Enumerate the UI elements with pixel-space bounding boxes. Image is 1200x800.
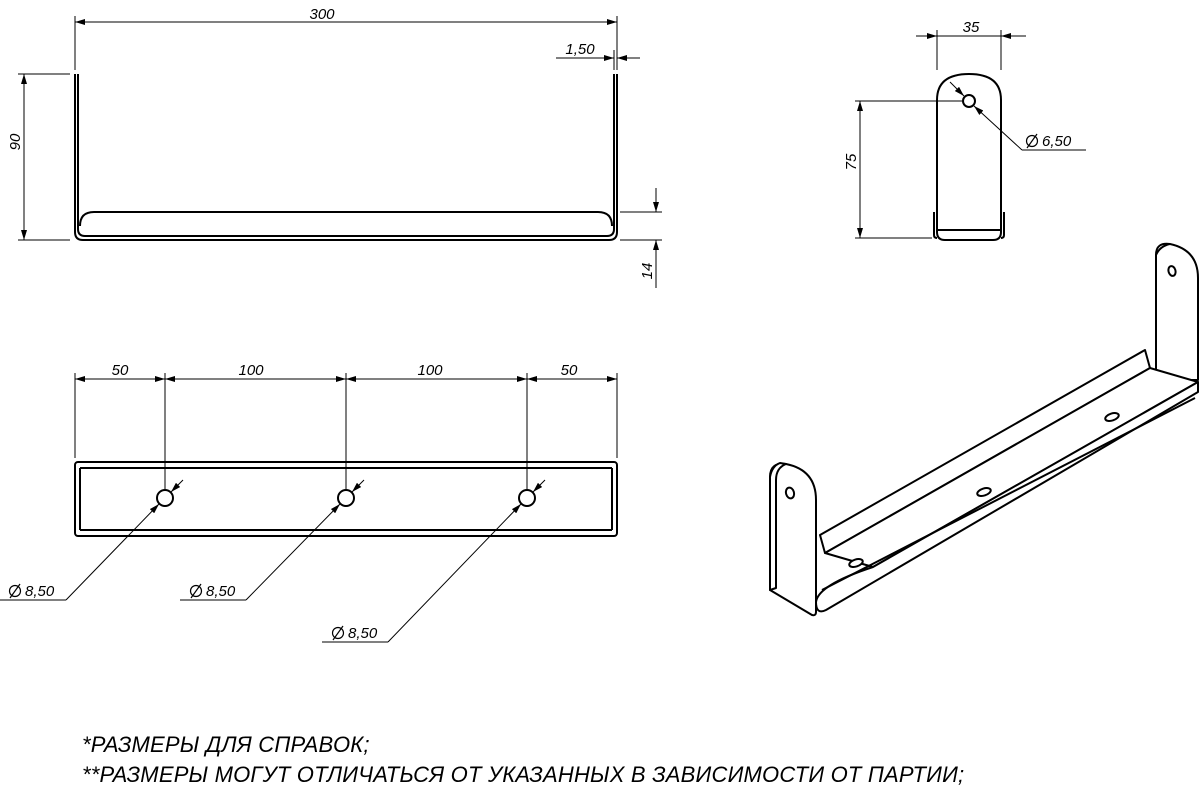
diameter-icon-slash bbox=[9, 583, 21, 599]
label-length-300: 300 bbox=[309, 6, 335, 23]
label-height-75: 75 bbox=[843, 153, 860, 170]
iso-upright-far bbox=[1155, 242, 1199, 381]
label-top-100-right: 100 bbox=[417, 362, 443, 379]
isometric-view bbox=[769, 242, 1199, 617]
diameter-icon-slash bbox=[190, 583, 202, 599]
iso-upright-near-side bbox=[769, 462, 787, 591]
side-view-hole bbox=[962, 94, 976, 108]
label-height-90: 90 bbox=[7, 133, 24, 150]
label-hole-8-50-a: 8,50 bbox=[8, 583, 55, 600]
front-view-shelf-outline bbox=[74, 74, 618, 241]
iso-hole-3 bbox=[1104, 412, 1120, 422]
iso-hole-far-upright bbox=[1167, 265, 1177, 277]
iso-channel-front-lip bbox=[815, 381, 1199, 613]
hole-diameter-value: 8,50 bbox=[348, 625, 378, 642]
front-view bbox=[74, 74, 618, 241]
leader-hole-2 bbox=[245, 503, 341, 601]
label-lip-14: 14 bbox=[639, 263, 656, 280]
diameter-icon bbox=[189, 584, 203, 598]
label-width-35: 35 bbox=[963, 19, 980, 36]
note-reference-dimensions: *РАЗМЕРЫ ДЛЯ СПРАВОК; bbox=[82, 732, 370, 757]
diameter-icon bbox=[8, 584, 22, 598]
label-top-100-left: 100 bbox=[238, 362, 264, 379]
leader-hole-6-50 bbox=[973, 105, 1023, 151]
leader-hole-1-tail bbox=[170, 479, 184, 493]
iso-channel-floor-edge bbox=[821, 397, 1196, 591]
diameter-icon-slash bbox=[332, 625, 344, 641]
front-view-dimensions bbox=[18, 16, 662, 288]
iso-hole-2 bbox=[976, 487, 992, 497]
label-hole-8-50-c: 8,50 bbox=[331, 625, 378, 642]
front-view-lip bbox=[79, 211, 613, 227]
side-view bbox=[933, 72, 1005, 241]
note-dimensions-may-vary: **РАЗМЕРЫ МОГУТ ОТЛИЧАТЬСЯ ОТ УКАЗАННЫХ … bbox=[82, 762, 965, 787]
diameter-icon bbox=[331, 626, 345, 640]
label-hole-6-50: 6,50 bbox=[1025, 133, 1072, 150]
label-top-50-left: 50 bbox=[112, 362, 129, 379]
iso-hole-1 bbox=[848, 558, 864, 568]
label-top-50-right: 50 bbox=[561, 362, 578, 379]
side-view-lip-right bbox=[1000, 212, 1005, 239]
leader-hole-6-50-tail bbox=[949, 81, 965, 97]
front-view-shelf-inner bbox=[77, 74, 615, 237]
top-view-hole-2 bbox=[337, 489, 355, 507]
side-view-dimensions bbox=[855, 30, 1086, 239]
leader-hole-3-tail bbox=[532, 479, 546, 493]
iso-upright-far-edge bbox=[1155, 243, 1171, 256]
side-view-lip-left bbox=[933, 212, 938, 239]
iso-hole-near-upright bbox=[784, 486, 796, 500]
label-thickness-1-50: 1,50 bbox=[565, 41, 595, 58]
diameter-icon-slash bbox=[1026, 133, 1038, 149]
hole-diameter-value: 8,50 bbox=[25, 583, 55, 600]
diameter-icon bbox=[1025, 134, 1039, 148]
iso-channel-back-wall bbox=[819, 349, 1151, 554]
leader-hole-3 bbox=[387, 503, 522, 643]
hole-diameter-value: 8,50 bbox=[206, 583, 236, 600]
hole-diameter-value: 6,50 bbox=[1042, 133, 1072, 150]
side-view-bracket-outline bbox=[936, 72, 1002, 241]
leader-hole-1 bbox=[65, 503, 160, 601]
leader-hole-2-tail bbox=[351, 479, 365, 493]
top-view-hole-3 bbox=[518, 489, 536, 507]
iso-channel-floor bbox=[824, 367, 1199, 568]
top-view-hole-1 bbox=[156, 489, 174, 507]
top-view-dimensions bbox=[0, 373, 618, 643]
label-hole-8-50-b: 8,50 bbox=[189, 583, 236, 600]
